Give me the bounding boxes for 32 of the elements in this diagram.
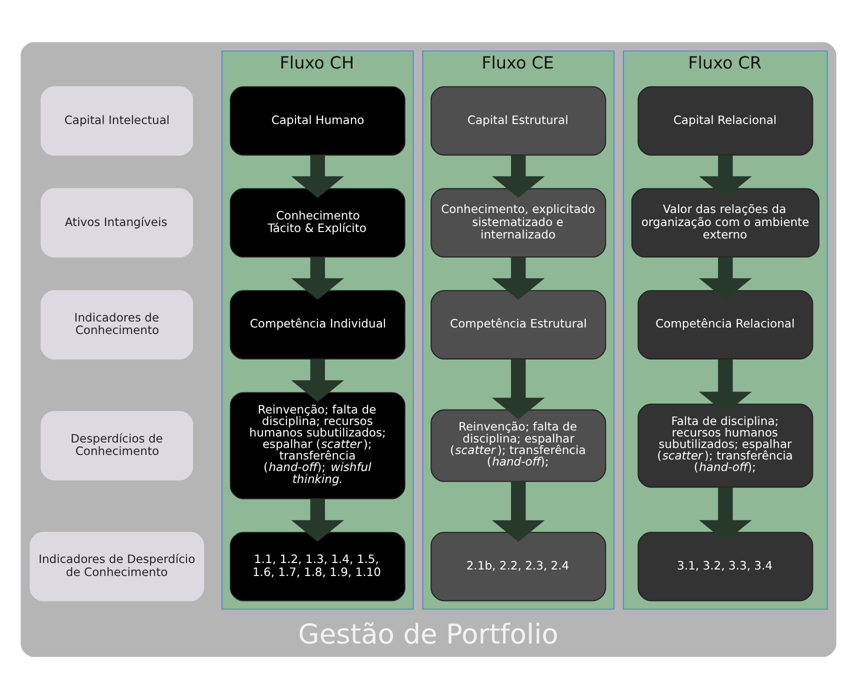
node-box: 1.1, 1.2, 1.3, 1.4, 1.5, 1.6, 1.7, 1.8, 1.9, 1.10 [230, 532, 406, 602]
node-box: Reinvenção; falta de disciplina; recursos humanos subutilizados; espalhar (scatter); transferência (hand-off); wishful thinking. [230, 392, 406, 500]
node-box: 3.1, 3.2, 3.3, 3.4 [638, 532, 814, 602]
arrow [291, 359, 344, 402]
arrow [291, 257, 344, 300]
node-box: Indicadores de Desperdício de Conhecimento [30, 532, 204, 602]
node-box: Capital Estrutural [430, 86, 606, 156]
node-box: Competência Estrutural [430, 290, 606, 360]
arrow [492, 359, 545, 420]
node-box: Competência Individual [230, 290, 406, 360]
node-box: Falta de disciplina; recursos humanos subutilizados; espalhar (scatter); transferência (hand-off); [638, 404, 814, 488]
node-box: Indicadores de Conhecimento [40, 290, 194, 360]
node-box: Valor das relações da organização com o ambiente externo [631, 188, 820, 258]
node-box: Competência Relacional [638, 290, 814, 360]
arrow [698, 359, 752, 414]
arrow [492, 482, 545, 542]
node-box: Conhecimento, explicitado sistematizado e internalizado [430, 188, 606, 258]
arrow [291, 155, 344, 198]
node-box: Desperdícios de Conhecimento [40, 410, 194, 480]
arrow [492, 257, 545, 300]
node-box: Capital Relacional [638, 86, 814, 156]
node-box: Ativos Intangíveis [40, 188, 194, 258]
node-box: 2.1b, 2.2, 2.3, 2.4 [430, 532, 606, 602]
node-box: Capital Humano [230, 86, 406, 156]
arrow [492, 155, 545, 198]
node-box: Capital Intelectual [40, 86, 194, 156]
node-box: Reinvenção; falta de disciplina; espalhar (scatter); transferência (hand-off); [430, 409, 606, 482]
arrow [698, 257, 752, 300]
node-box: Conhecimento Tácito & Explícito [230, 188, 406, 258]
arrow [698, 155, 752, 198]
arrow [698, 487, 752, 542]
arrow [291, 498, 344, 542]
